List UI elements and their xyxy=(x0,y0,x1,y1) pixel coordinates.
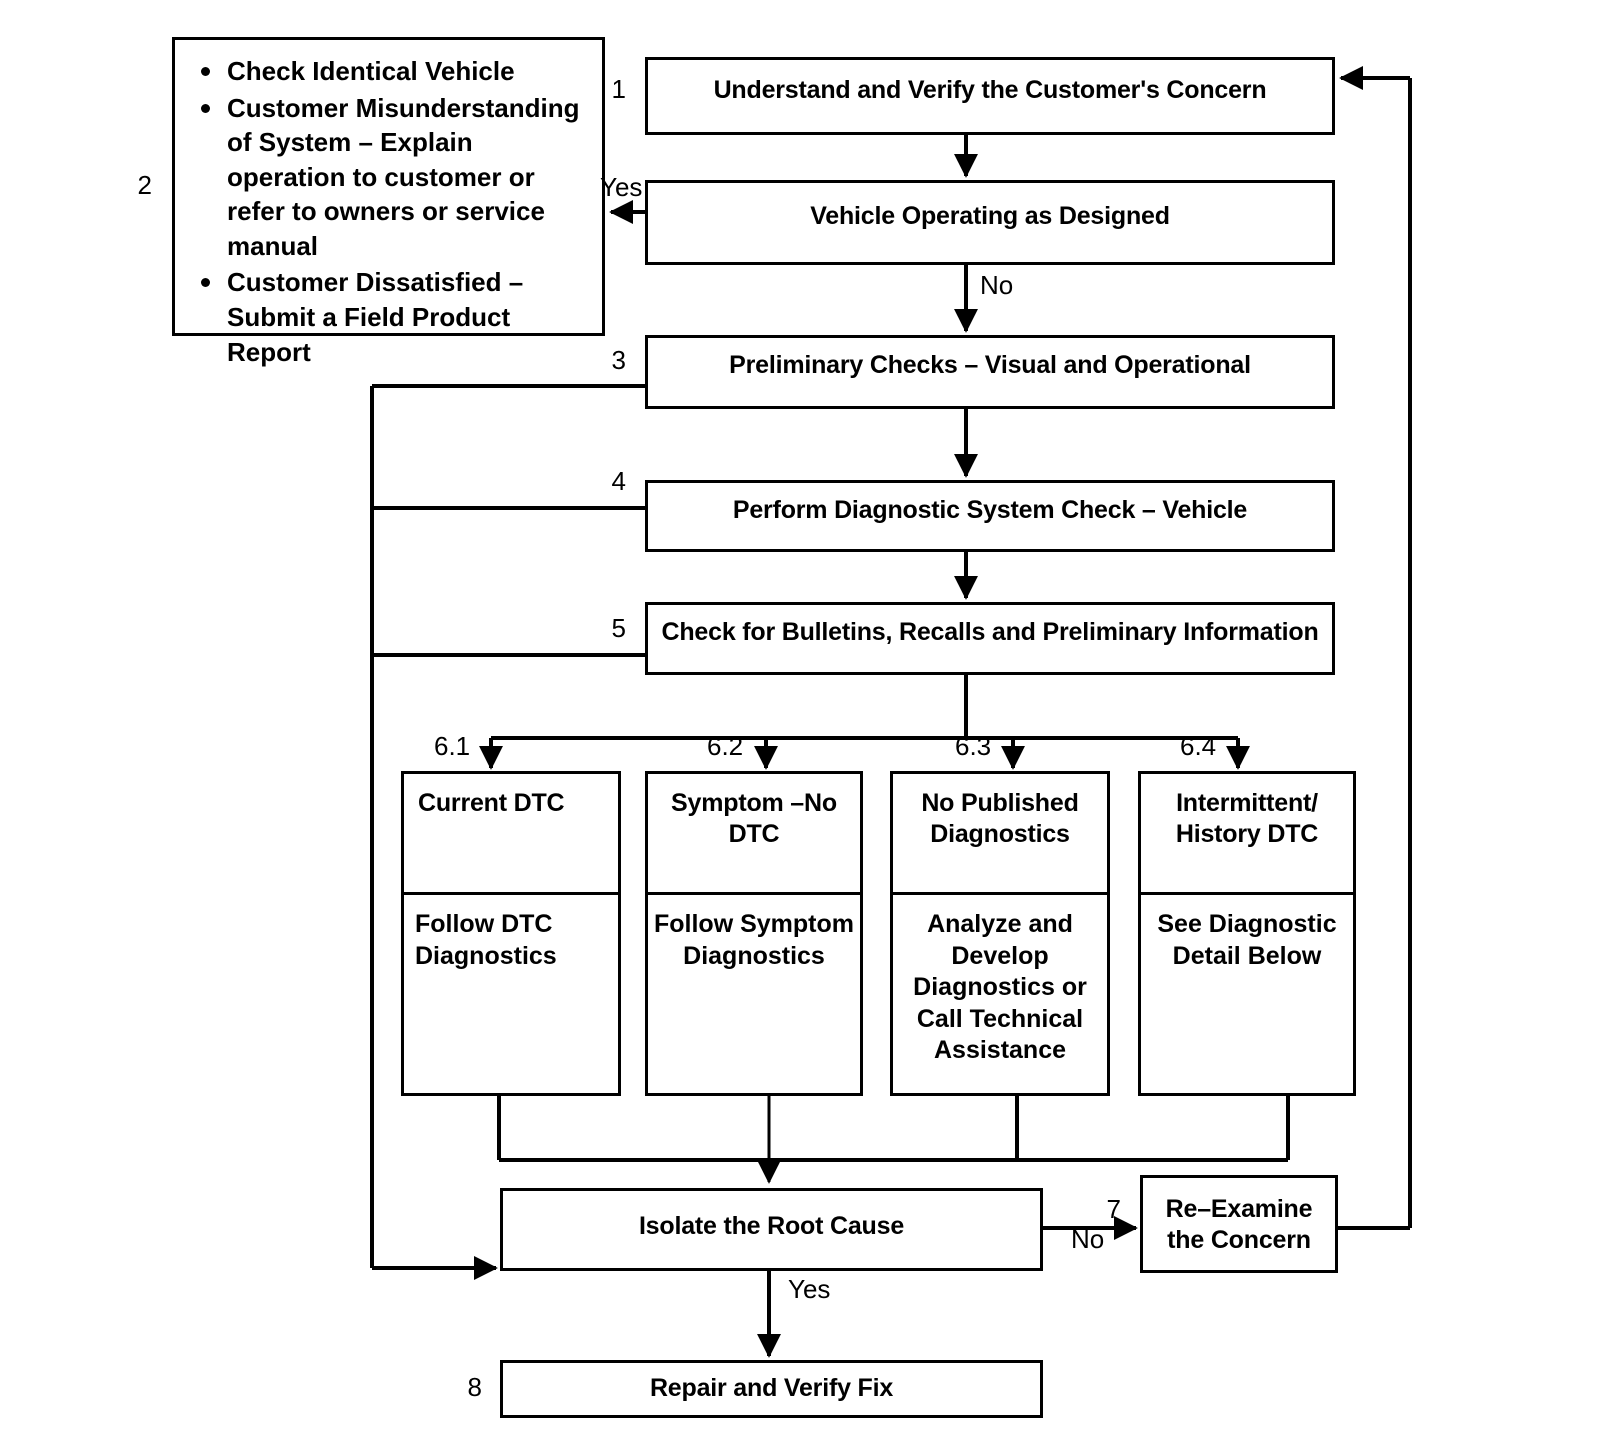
node-intermittent-history-dtc[interactable]: Intermittent/ History DTC See Diagnostic… xyxy=(1138,771,1356,1096)
node-label: Isolate the Root Cause xyxy=(638,1212,905,1240)
node-label: Vehicle Operating as Designed xyxy=(810,202,1170,230)
node-label: Preliminary Checks – Visual and Operatio… xyxy=(729,351,1251,379)
node-re-examine-concern[interactable]: Re–Examine the Concern xyxy=(1140,1175,1338,1273)
node-label: Intermittent/ History DTC xyxy=(1175,789,1319,848)
step-number-2: 2 xyxy=(137,170,152,200)
node-repair-verify-fix[interactable]: Repair and Verify Fix xyxy=(500,1360,1043,1418)
node-perform-diagnostic-system-check[interactable]: Perform Diagnostic System Check – Vehicl… xyxy=(645,480,1335,552)
edge-label-no-isolate: No xyxy=(1071,1224,1105,1254)
step-number-7: 7 xyxy=(1106,1194,1121,1224)
edge-label-yes-operating: Yes xyxy=(600,172,643,202)
node-action-label: Follow DTC Diagnostics xyxy=(415,910,557,970)
edge-label-no-operating: No xyxy=(980,270,1014,300)
node-action-section: See Diagnostic Detail Below xyxy=(1138,892,1356,1099)
step-number-5: 5 xyxy=(611,613,626,643)
step-number-8: 8 xyxy=(467,1372,482,1402)
edge-label-yes-isolate: Yes xyxy=(788,1274,831,1304)
node-check-bulletins-recalls[interactable]: Check for Bulletins, Recalls and Prelimi… xyxy=(645,602,1335,675)
note-box-step-2: Check Identical Vehicle Customer Misunde… xyxy=(172,37,605,367)
step-number-4: 4 xyxy=(611,466,626,496)
node-symptom-no-dtc[interactable]: Symptom –No DTC Follow Symptom Diagnosti… xyxy=(645,771,863,1096)
node-label: Check for Bulletins, Recalls and Prelimi… xyxy=(661,618,1319,646)
node-no-published-diagnostics[interactable]: No Published Diagnostics Analyze and Dev… xyxy=(890,771,1110,1096)
list-item: Customer Dissatisfied – Submit a Field P… xyxy=(189,265,588,369)
node-isolate-root-cause[interactable]: Isolate the Root Cause xyxy=(500,1188,1043,1271)
node-vehicle-operating-as-designed[interactable]: Vehicle Operating as Designed xyxy=(645,180,1335,265)
list-item: Customer Misunderstanding of System – Ex… xyxy=(189,91,588,264)
node-action-label: Analyze and Develop Diagnostics or Call … xyxy=(913,910,1087,1064)
step-number-6-3: 6.3 xyxy=(955,731,992,761)
step-number-3: 3 xyxy=(611,345,626,375)
node-action-section: Follow Symptom Diagnostics xyxy=(645,892,863,1099)
node-understand-verify-concern[interactable]: Understand and Verify the Customer's Con… xyxy=(645,57,1335,135)
step-number-1: 1 xyxy=(611,74,626,104)
node-label: Perform Diagnostic System Check – Vehicl… xyxy=(732,496,1248,524)
node-action-section: Analyze and Develop Diagnostics or Call … xyxy=(890,892,1110,1099)
node-action-section: Follow DTC Diagnostics xyxy=(401,892,621,1099)
step-number-6-2: 6.2 xyxy=(707,731,744,761)
node-action-label: See Diagnostic Detail Below xyxy=(1157,910,1337,970)
list-item: Check Identical Vehicle xyxy=(189,54,588,89)
node-label: Current DTC xyxy=(418,789,565,817)
node-label: No Published Diagnostics xyxy=(921,789,1079,848)
node-label: Re–Examine the Concern xyxy=(1165,1195,1313,1254)
step-number-6-1: 6.1 xyxy=(434,731,471,761)
node-current-dtc[interactable]: Current DTC Follow DTC Diagnostics xyxy=(401,771,621,1096)
note-bullet-list: Check Identical Vehicle Customer Misunde… xyxy=(175,40,602,369)
node-label: Repair and Verify Fix xyxy=(649,1374,894,1402)
node-label: Understand and Verify the Customer's Con… xyxy=(713,76,1267,104)
step-number-6-4: 6.4 xyxy=(1180,731,1217,761)
node-preliminary-checks[interactable]: Preliminary Checks – Visual and Operatio… xyxy=(645,335,1335,409)
node-action-label: Follow Symptom Diagnostics xyxy=(654,910,854,970)
node-label: Symptom –No DTC xyxy=(671,789,837,848)
